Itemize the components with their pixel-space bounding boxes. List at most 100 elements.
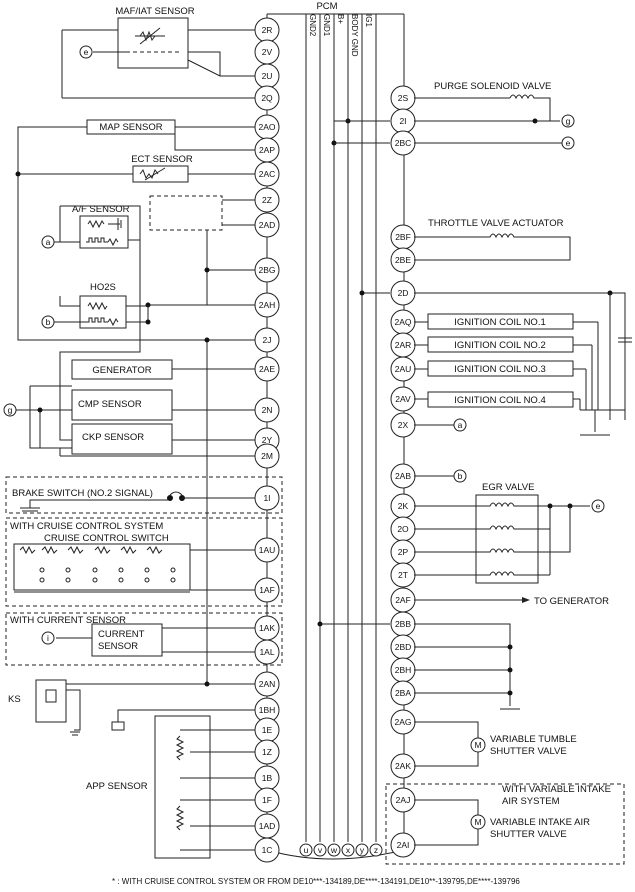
pin-2t: 2T [390, 562, 416, 588]
pin-1al-label: 1AL [259, 647, 274, 657]
tumble-label-2: SHUTTER VALVE [490, 746, 567, 757]
pin-1z: 1Z [254, 739, 280, 765]
pin-2be: 2BE [390, 247, 416, 273]
pin-2q-label: 2Q [261, 93, 273, 103]
egr-label: EGR VALVE [482, 482, 534, 493]
pin-2ae-label: 2AE [259, 364, 275, 374]
pin-2au: 2AU [390, 356, 416, 382]
app-sensor: APP SENSOR [86, 715, 255, 859]
pin-2y-label: 2Y [262, 435, 273, 445]
connector-e-egr-label: e [596, 501, 601, 511]
connector-g-left: g [3, 403, 17, 417]
terminal-w: w [330, 845, 338, 855]
pin-1al: 1AL [254, 639, 280, 665]
pin-2m-label: 2M [261, 451, 273, 461]
pin-2ad: 2AD [254, 212, 280, 238]
ho2s-label: HO2S [90, 282, 116, 293]
pin-1af: 1AF [254, 577, 280, 603]
pcm-bus-lines [266, 13, 405, 860]
connector-i-left: i [41, 631, 55, 645]
pin-2ac-label: 2AC [259, 169, 276, 179]
pin-2p-label: 2P [398, 547, 409, 557]
bus-label-gnd2: GND2 [308, 14, 317, 37]
pin-2bf-label: 2BF [395, 232, 411, 242]
ks-label: KS [8, 694, 21, 705]
pin-2bb-label: 2BB [395, 619, 411, 629]
pin-2n: 2N [254, 397, 280, 423]
connector-g-label: g [8, 405, 13, 415]
pin-2ba: 2BA [390, 680, 416, 706]
intake-group-label-2: AIR SYSTEM [502, 796, 560, 807]
af-sensor: A/F SENSOR [59, 195, 255, 249]
terminal-y: y [360, 845, 365, 855]
pin-2j-label: 2J [263, 335, 272, 345]
cruise-switch-label: CRUISE CONTROL SWITCH [44, 533, 169, 544]
pin-2ap: 2AP [254, 137, 280, 163]
cruise-group-label: WITH CRUISE CONTROL SYSTEM [10, 521, 163, 532]
purge-label: PURGE SOLENOID VALVE [434, 81, 551, 92]
pin-2be-label: 2BE [395, 255, 411, 265]
pin-1au-label: 1AU [259, 545, 276, 555]
pin-2t-label: 2T [398, 570, 408, 580]
maf-iat-sensor: MAF/IAT SENSOR [61, 6, 255, 99]
pin-2bg: 2BG [254, 257, 280, 283]
pin-2d-label: 2D [398, 288, 409, 298]
pin-2an-label: 2AN [259, 679, 276, 689]
terminal-z: z [374, 845, 378, 855]
connector-a-right: a [453, 418, 467, 432]
pin-2z-label: 2Z [262, 195, 272, 205]
coil1-label: IGNITION COIL NO.1 [454, 317, 546, 328]
pin-2ap-label: 2AP [259, 145, 275, 155]
tumble-motor-icon: M [474, 740, 481, 750]
terminal-u: u [304, 845, 309, 855]
pin-1b: 1B [254, 765, 280, 791]
pin-2r: 2R [254, 17, 280, 43]
pcm-bottom-terminals: u v w x y z [299, 843, 383, 857]
intake-group-label-1: WITH VARIABLE INTAKE [502, 784, 611, 795]
pin-1bh-label: 1BH [259, 705, 276, 715]
knock-sensor: KS [8, 679, 255, 736]
pin-2z: 2Z [254, 187, 280, 213]
pin-2af-label: 2AF [395, 595, 411, 605]
pin-2s-label: 2S [398, 93, 409, 103]
pin-2ar: 2AR [390, 332, 416, 358]
pin-2ag: 2AG [390, 709, 416, 735]
connector-e-right-label: e [566, 138, 571, 148]
pin-2av-label: 2AV [395, 394, 411, 404]
pin-1au: 1AU [254, 537, 280, 563]
pin-2ad-label: 2AD [259, 220, 276, 230]
pin-2bh: 2BH [390, 657, 416, 683]
pin-2ai: 2AI [390, 832, 416, 858]
pin-2k: 2K [390, 493, 416, 519]
pin-2r-label: 2R [262, 25, 273, 35]
egr-valve: EGR VALVE [414, 482, 590, 584]
pin-2aj-label: 2AJ [396, 795, 411, 805]
connector-e-label: e [84, 47, 89, 57]
connector-e-right: e [561, 136, 575, 150]
pcm-bus-labels: GND2 GND1 B+ BODY GND IG1 [308, 14, 373, 57]
pin-2x-label: 2X [398, 420, 409, 430]
connector-b-label: b [46, 317, 51, 327]
current-sensor-label-1: CURRENT [98, 629, 145, 640]
pin-1i: 1I [254, 485, 280, 511]
body-ground [317, 621, 520, 710]
af-label: A/F SENSOR [72, 204, 130, 215]
ckp-label: CKP SENSOR [82, 432, 144, 443]
ect-sensor: ECT SENSOR [15, 154, 255, 183]
coil4-label: IGNITION COIL NO.4 [454, 395, 546, 406]
pin-1af-label: 1AF [259, 585, 275, 595]
bus-label-gnd1: GND1 [322, 14, 331, 37]
pin-2u: 2U [254, 63, 280, 89]
map-sensor: MAP SENSOR [17, 119, 255, 341]
pin-2an: 2AN [254, 671, 280, 697]
pin-2ao-label: 2AO [258, 122, 275, 132]
pin-2p: 2P [390, 539, 416, 565]
generator: GENERATOR [71, 359, 255, 380]
pin-2u-label: 2U [262, 71, 273, 81]
tumble-label-1: VARIABLE TUMBLE [490, 734, 577, 745]
pin-1f: 1F [254, 787, 280, 813]
connector-a-right-label: a [458, 420, 463, 430]
pin-1ak-label: 1AK [259, 623, 275, 633]
bus-label-ig1: IG1 [364, 14, 373, 27]
